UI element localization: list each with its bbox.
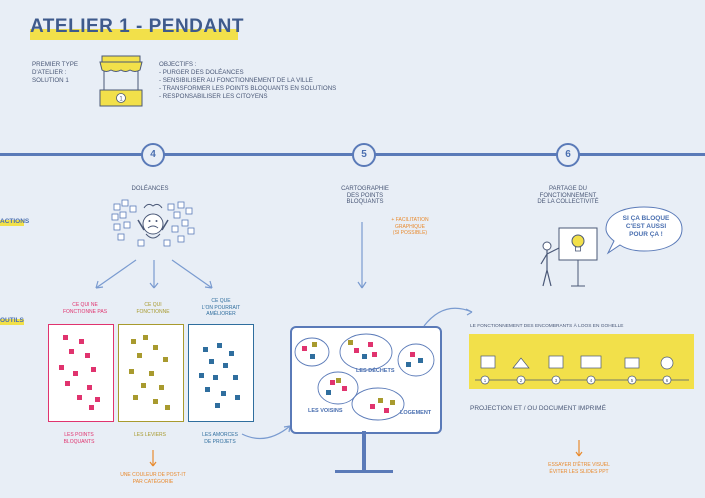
postits-blue	[199, 343, 240, 408]
strip-number: 4	[590, 378, 593, 383]
strip-number: 6	[666, 378, 669, 383]
step-5: 5	[352, 143, 376, 167]
strip-title: LE FONCTIONNEMENT DES ENCOMBRANTS À LOOS…	[470, 324, 624, 329]
type-line: SOLUTION 1	[32, 77, 69, 84]
objectives: OBJECTIFS : - PURGER DES DOLÉANCES - SEN…	[159, 61, 336, 101]
doleances-person-icon	[111, 199, 195, 247]
board-footer-2: LES LEVIERS	[134, 432, 166, 438]
cartographie-arrow	[357, 222, 367, 289]
step-4: 4	[141, 143, 165, 167]
type-line: D'ATELIER :	[32, 69, 67, 76]
market-stall-icon: 1	[99, 55, 143, 107]
encombrants-strip: 1 2 3 4 5 6	[469, 334, 694, 389]
page-title: ATELIER 1 - PENDANT	[30, 16, 244, 37]
postits-pink	[59, 335, 100, 410]
stall-number: 1	[119, 97, 123, 103]
board-improve	[188, 324, 254, 422]
objective-item: - PURGER DES DOLÉANCES	[159, 69, 244, 76]
visual-note-arrow	[575, 440, 583, 457]
strip-number: 2	[520, 378, 523, 383]
strip-number: 1	[484, 378, 487, 383]
presenter-icon	[540, 227, 598, 287]
speech-bubble-text: SI ÇA BLOQUE C'EST AUSSI POUR ÇA !	[622, 215, 670, 238]
boards-to-map-arrow	[241, 425, 291, 440]
strip-number: 3	[555, 378, 558, 383]
outils-label: OUTILS	[0, 317, 24, 325]
cartographie-title: CARTOGRAPHIE DES POINTS BLOQUANTS	[341, 186, 389, 205]
map-label-voisins: LES VOISINS	[308, 408, 343, 414]
postit-note-arrow	[149, 450, 157, 467]
map-clusters: LES VOISINS LES DÉCHETS LOGEMENT	[294, 333, 435, 421]
strip-graphics: 1 2 3 4 5 6	[475, 355, 689, 385]
title-highlight	[30, 29, 238, 40]
projection-label: PROJECTION ET / OU DOCUMENT IMPRIMÉ	[470, 405, 606, 412]
page-title-wrap: ATELIER 1 - PENDANT	[30, 16, 244, 40]
type-line: PREMIER TYPE	[32, 61, 78, 68]
facilitation-note: + FACILITATION GRAPHIQUE (SI POSSIBLE)	[391, 217, 429, 236]
speech-bubble-icon	[605, 206, 683, 255]
objective-item: - SENSIBILISER AU FONCTIONNEMENT DE LA V…	[159, 77, 313, 84]
board-working	[118, 324, 184, 422]
map-stand-pole	[362, 431, 366, 471]
map-label-logement: LOGEMENT	[400, 410, 432, 416]
map-stand-base	[335, 470, 393, 473]
step-6: 6	[556, 143, 580, 167]
strip-number: 5	[631, 378, 634, 383]
actions-label: ACTIONS	[0, 218, 30, 226]
doleances-title: DOLÉANCES	[131, 186, 169, 192]
objective-item: - TRANSFORMER LES POINTS BLOQUANTS EN SO…	[159, 85, 337, 92]
board-not-working	[48, 324, 114, 422]
workshop-type-label: PREMIER TYPE D'ATELIER : SOLUTION 1	[32, 61, 78, 85]
map-board: LES VOISINS LES DÉCHETS LOGEMENT	[290, 326, 442, 434]
map-to-strip-arrow	[423, 307, 473, 327]
doleances-arrows	[95, 259, 213, 289]
objective-item: - RESPONSABILISER LES CITOYENS	[159, 93, 268, 100]
partage-title: PARTAGE DU FONCTIONNEMENT DE LA COLLECTI…	[537, 186, 599, 205]
map-label-dechets: LES DÉCHETS	[356, 366, 395, 374]
postits-olive	[129, 335, 170, 410]
objectives-title: OBJECTIFS :	[159, 61, 197, 68]
